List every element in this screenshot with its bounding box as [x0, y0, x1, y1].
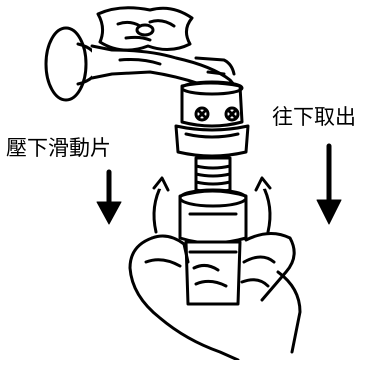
- down-arrow-icon: [316, 143, 342, 225]
- instruction-label-press-slider: 壓下滑動片: [6, 136, 111, 160]
- faucet-handle: [96, 6, 194, 52]
- instruction-label-pull-down: 往下取出: [272, 105, 356, 129]
- hand: [128, 232, 302, 362]
- adapter-collar: [180, 80, 244, 128]
- down-arrow-icon: [96, 169, 122, 225]
- adapter-lower-ring: [174, 124, 250, 158]
- wall-flange: [44, 26, 102, 102]
- slide-ring: [178, 188, 248, 245]
- hose-connector: [184, 240, 242, 306]
- squeeze-arrows: [152, 176, 272, 234]
